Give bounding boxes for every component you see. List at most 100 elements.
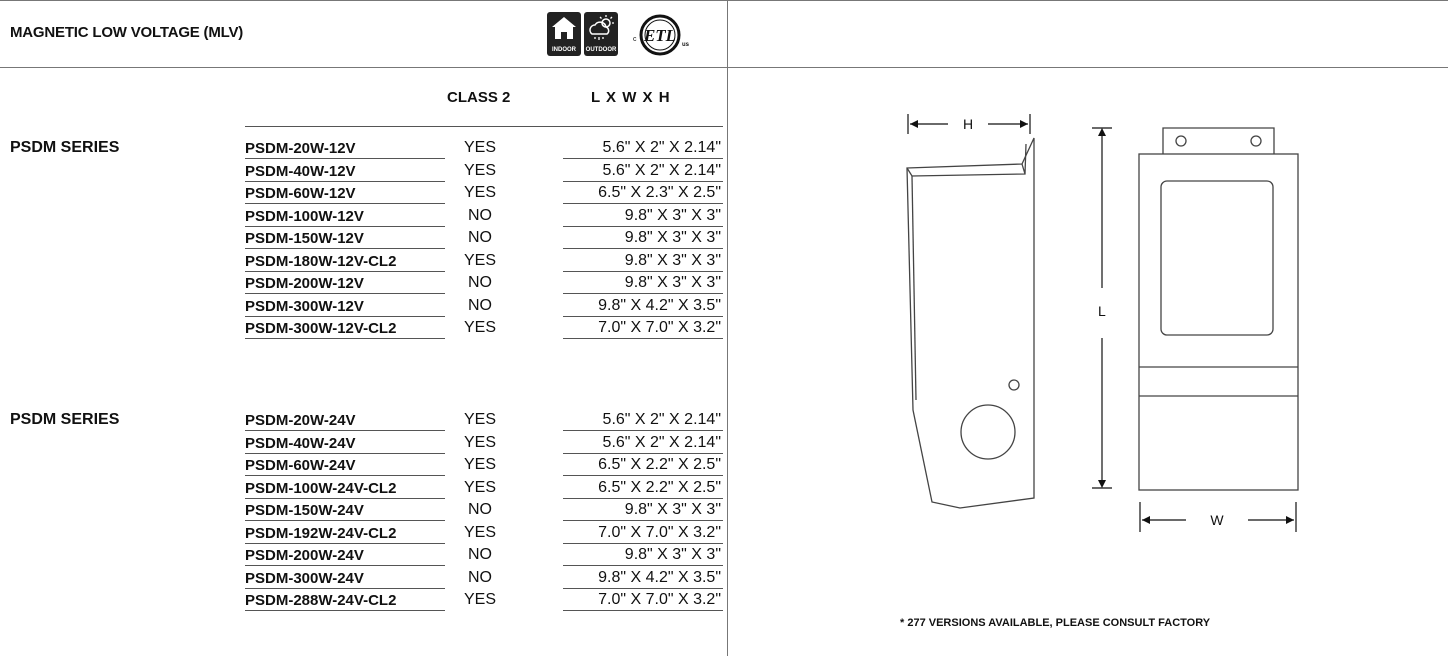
class2-cell: YES bbox=[463, 478, 496, 496]
width-dimension: W bbox=[1139, 502, 1297, 532]
row-rule bbox=[563, 270, 723, 272]
row-rule bbox=[245, 610, 445, 611]
model-cell: PSDM-300W-12V-CL2 bbox=[245, 320, 397, 337]
row-rule bbox=[563, 475, 723, 476]
row-rule bbox=[563, 520, 723, 521]
row-rule bbox=[245, 497, 445, 499]
svg-text:c: c bbox=[633, 36, 637, 43]
model-cell: PSDM-100W-24V-CL2 bbox=[245, 479, 397, 497]
row-rule bbox=[563, 315, 723, 317]
dimensions-cell: 6.5" X 2.2" X 2.5" bbox=[598, 456, 721, 473]
dimensions-cell: 5.6" X 2" X 2.14" bbox=[602, 411, 721, 428]
dimensions-cell: 6.5" X 2.3" X 2.5" bbox=[598, 184, 721, 201]
model-cell: PSDM-40W-24V bbox=[245, 434, 356, 452]
model-cell: PSDM-20W-12V bbox=[245, 140, 356, 157]
row-rule bbox=[245, 520, 445, 521]
table-row: PSDM-288W-24V-CL2 YES 7.0" X 7.0" X 3.2" bbox=[245, 589, 723, 611]
class2-cell: NO bbox=[468, 501, 492, 518]
header-divider bbox=[0, 67, 1448, 68]
dimensions-column-header: L X W X H bbox=[591, 89, 671, 106]
row-rule bbox=[563, 430, 723, 431]
svg-text:us: us bbox=[682, 42, 690, 48]
svg-text:ETL: ETL bbox=[643, 26, 676, 45]
dimensions-cell: 7.0" X 7.0" X 3.2" bbox=[598, 523, 721, 541]
column-divider bbox=[727, 0, 728, 656]
dimensions-cell: 9.8" X 3" X 3" bbox=[624, 206, 721, 224]
etl-listed-logo: ETL c us bbox=[633, 14, 690, 56]
row-rule bbox=[563, 610, 723, 611]
model-cell: PSDM-40W-12V bbox=[245, 162, 356, 180]
row-rule bbox=[245, 452, 445, 454]
class2-cell: YES bbox=[463, 591, 496, 608]
row-rule bbox=[245, 270, 445, 272]
footnote: * 277 VERSIONS AVAILABLE, PLEASE CONSULT… bbox=[900, 617, 1211, 629]
dimensions-cell: 9.8" X 3" X 3" bbox=[624, 274, 721, 291]
row-rule bbox=[563, 248, 723, 249]
class2-cell: YES bbox=[463, 251, 496, 269]
series-label: PSDM SERIES bbox=[10, 411, 120, 428]
house-icon bbox=[552, 17, 576, 39]
series-label: PSDM SERIES bbox=[10, 139, 120, 156]
header-rule bbox=[245, 126, 723, 127]
class2-cell: YES bbox=[463, 433, 496, 451]
row-rule bbox=[245, 587, 445, 589]
dimensions-cell: 7.0" X 7.0" X 3.2" bbox=[598, 591, 721, 608]
row-rule bbox=[245, 565, 445, 566]
model-cell: PSDM-180W-12V-CL2 bbox=[245, 252, 397, 270]
dimensions-cell: 9.8" X 3" X 3" bbox=[624, 229, 721, 246]
class2-cell: YES bbox=[463, 523, 496, 541]
dimensions-cell: 9.8" X 3" X 3" bbox=[624, 546, 721, 563]
row-rule bbox=[563, 565, 723, 566]
indoor-badge: INDOOR bbox=[547, 12, 581, 56]
model-cell: PSDM-150W-24V bbox=[245, 502, 364, 519]
top-border bbox=[0, 0, 1448, 1]
model-cell: PSDM-288W-24V-CL2 bbox=[245, 592, 397, 609]
length-label: L bbox=[1098, 303, 1106, 319]
height-label: H bbox=[963, 116, 973, 132]
model-cell: PSDM-192W-24V-CL2 bbox=[245, 524, 397, 542]
class2-cell: NO bbox=[468, 568, 492, 586]
row-rule bbox=[245, 248, 445, 249]
model-cell: PSDM-300W-12V bbox=[245, 297, 364, 315]
page-title: MAGNETIC LOW VOLTAGE (MLV) bbox=[10, 24, 244, 41]
class2-cell: NO bbox=[468, 296, 492, 314]
class2-cell: YES bbox=[463, 184, 496, 201]
weather-icon bbox=[589, 15, 614, 40]
row-rule bbox=[563, 338, 723, 339]
row-rule bbox=[563, 587, 723, 589]
row-rule bbox=[245, 338, 445, 339]
length-dimension: L bbox=[1092, 127, 1112, 489]
model-cell: PSDM-60W-12V bbox=[245, 185, 356, 202]
row-rule bbox=[563, 158, 723, 159]
enclosure-diagram: H L W bbox=[906, 114, 1299, 532]
width-label: W bbox=[1210, 512, 1224, 528]
row-rule bbox=[563, 497, 723, 499]
table-row: PSDM-192W-24V-CL2 YES 7.0" X 7.0" X 3.2" bbox=[245, 522, 723, 544]
model-cell: PSDM-150W-12V bbox=[245, 230, 364, 247]
table-row: PSDM-40W-24V YES 5.6" X 2" X 2.14" bbox=[245, 432, 723, 454]
class2-cell: NO bbox=[468, 229, 492, 246]
front-view bbox=[1138, 127, 1299, 491]
indoor-label: INDOOR bbox=[552, 47, 576, 53]
outdoor-label: OUTDOOR bbox=[585, 47, 617, 53]
row-rule bbox=[245, 180, 445, 182]
class2-cell: YES bbox=[463, 161, 496, 179]
class2-cell: YES bbox=[463, 319, 496, 336]
model-cell: PSDM-300W-24V bbox=[245, 569, 364, 587]
class2-cell: NO bbox=[468, 274, 492, 291]
class2-cell: YES bbox=[463, 411, 496, 428]
model-cell: PSDM-200W-24V bbox=[245, 547, 364, 564]
row-rule bbox=[245, 542, 445, 544]
dimensions-cell: 5.6" X 2" X 2.14" bbox=[602, 433, 721, 451]
row-rule bbox=[563, 180, 723, 182]
outdoor-badge: OUTDOOR bbox=[584, 12, 618, 56]
class2-cell: YES bbox=[463, 456, 496, 473]
height-dimension: H bbox=[907, 114, 1031, 134]
dimensions-cell: 5.6" X 2" X 2.14" bbox=[602, 161, 721, 179]
